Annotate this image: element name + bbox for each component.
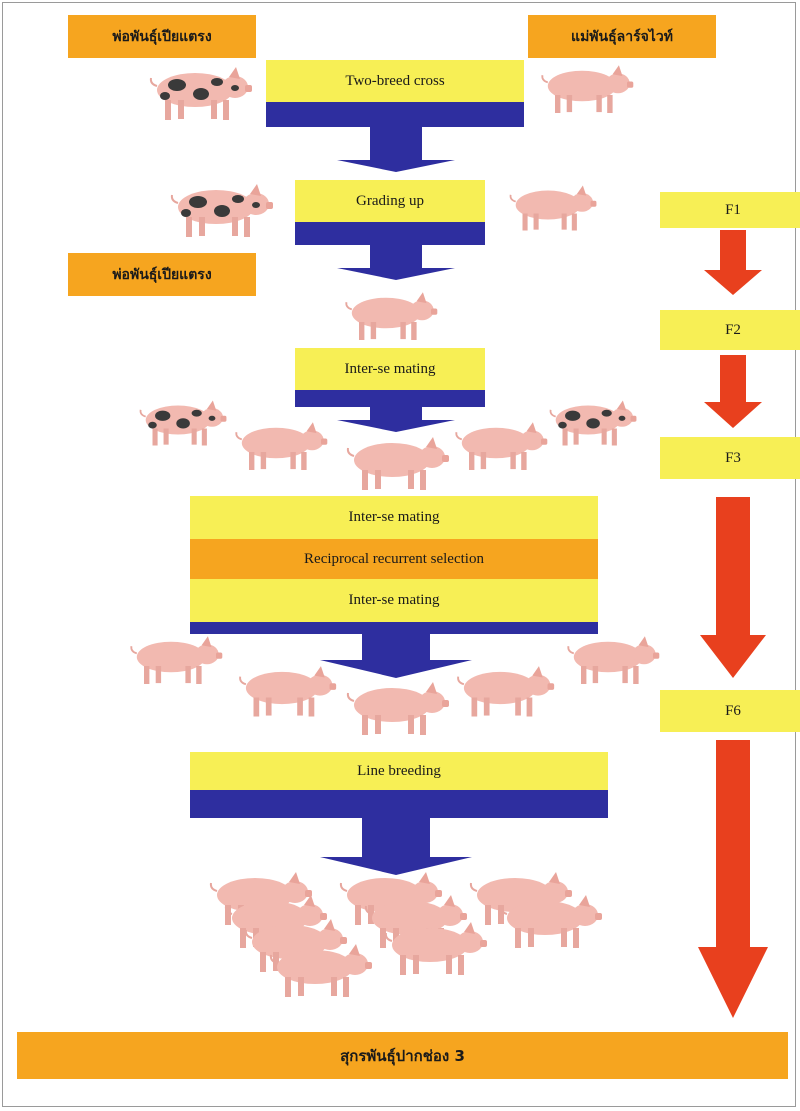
pig-icon: [567, 635, 661, 685]
spotted-pig-icon: [140, 400, 226, 445]
spotted-pig-icon: [550, 400, 636, 445]
dam-label-top: แม่พันธุ์ลาร์จไวท์: [528, 15, 716, 58]
pig-icon: [509, 184, 598, 232]
down-arrow-icon: [704, 355, 762, 428]
step-line-breeding: Line breeding: [190, 752, 608, 790]
pig-icon: [345, 291, 439, 341]
step-grading-up-bar: [295, 222, 485, 245]
step-inter-se-mating-3: Inter-se mating: [190, 579, 598, 622]
down-arrow-icon: [704, 230, 762, 295]
pig-icon: [346, 681, 450, 736]
spotted-pig-icon: [172, 184, 273, 237]
down-arrow-icon: [337, 126, 455, 172]
generation-f3: F3: [660, 437, 800, 479]
generation-f2: F2: [660, 310, 800, 350]
pig-icon: [346, 436, 450, 491]
down-arrow-icon: [700, 497, 766, 678]
pig-icon: [541, 64, 635, 114]
step-two-breed-cross: Two-breed cross: [266, 60, 524, 102]
down-arrow-icon: [320, 633, 472, 678]
generation-f1: F1: [660, 192, 800, 228]
step-grading-up: Grading up: [295, 180, 485, 222]
down-arrow-icon: [337, 406, 455, 432]
pig-icon: [239, 665, 338, 718]
step-line-breeding-bar: [190, 790, 608, 818]
step-reciprocal-recurrent-selection: Reciprocal recurrent selection: [190, 539, 598, 579]
spotted-pig-icon: [151, 67, 252, 120]
step-inter-se-mating-1-bar: [295, 390, 485, 407]
down-arrow-icon: [320, 817, 472, 875]
down-arrow-icon: [337, 244, 455, 280]
sire-label-second: พ่อพันธุ์เปียแตรง: [68, 253, 256, 296]
final-breed-label: สุกรพันธุ์ปากช่อง 3: [17, 1032, 788, 1079]
generation-f6: F6: [660, 690, 800, 732]
pig-icon: [455, 421, 549, 471]
step-inter-se-mating-1: Inter-se mating: [295, 348, 485, 390]
step-inter-se-mating-2: Inter-se mating: [190, 496, 598, 539]
sire-label-top: พ่อพันธุ์เปียแตรง: [68, 15, 256, 58]
pig-icon: [235, 421, 329, 471]
pig-icon: [130, 635, 224, 685]
step-inter-se-mating-3-bar: [190, 622, 598, 634]
down-arrow-icon: [698, 740, 768, 1018]
step-two-breed-cross-bar: [266, 102, 524, 127]
pig-icon: [457, 665, 556, 718]
